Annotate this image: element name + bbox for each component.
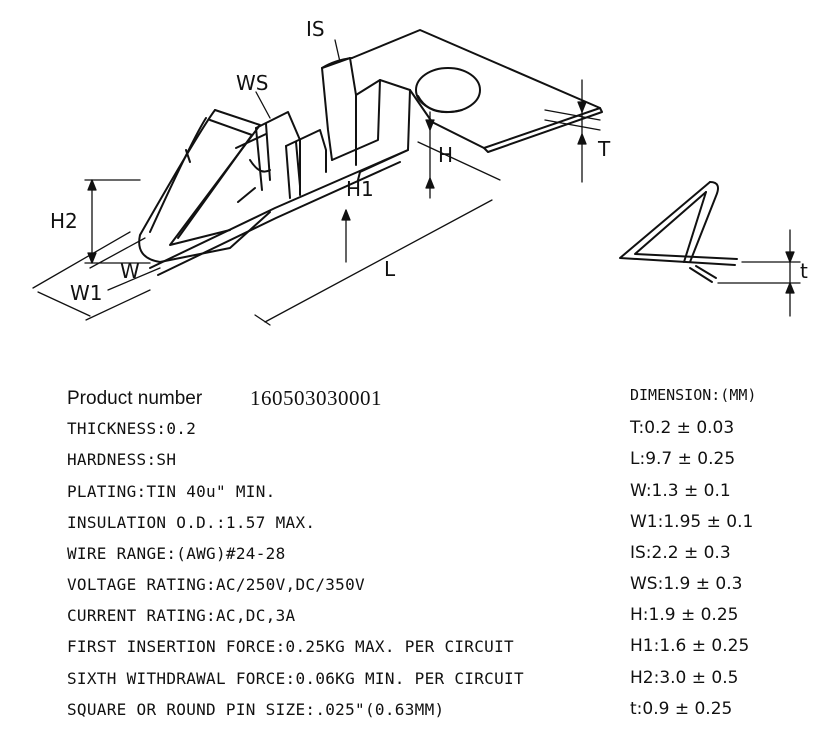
spec-insulation: INSULATION O.D.:1.57 MAX. xyxy=(67,513,316,532)
dim-h: H:1.9 ± 0.25 xyxy=(630,605,739,625)
side-profile-view xyxy=(619,181,801,317)
spec-thickness: THICKNESS:0.2 xyxy=(67,419,197,438)
spec-wire-range: WIRE RANGE:(AWG)#24-28 xyxy=(67,544,286,563)
dim-t: T:0.2 ± 0.03 xyxy=(630,418,735,438)
spec-current-rating: CURRENT RATING:AC,DC,3A xyxy=(67,606,296,625)
product-number-label: Product number xyxy=(67,388,203,409)
dim-l: L:9.7 ± 0.25 xyxy=(630,449,736,469)
spec-pin-size: SQUARE OR ROUND PIN SIZE:.025"(0.63MM) xyxy=(67,700,445,719)
spec-voltage-rating: VOLTAGE RATING:AC/250V,DC/350V xyxy=(67,575,365,594)
label-w1: W1 xyxy=(70,281,103,305)
label-is: IS xyxy=(306,17,325,41)
spec-plating: PLATING:TIN 40u" MIN. xyxy=(67,482,276,501)
label-l: L xyxy=(384,257,396,281)
mounting-tab xyxy=(351,29,603,153)
label-t-thickness: T xyxy=(597,137,611,161)
label-h2: H2 xyxy=(50,209,78,233)
spec-withdrawal-force: SIXTH WITHDRAWAL FORCE:0.06KG MIN. PER C… xyxy=(67,669,524,688)
dim-h2: H2:3.0 ± 0.5 xyxy=(630,668,739,688)
dimension-header: DIMENSION:(MM) xyxy=(630,386,757,404)
dim-h1: H1:1.6 ± 0.25 xyxy=(630,636,750,656)
product-number-value: 160503030001 xyxy=(250,386,382,410)
label-t-side: t xyxy=(800,259,808,283)
dim-t-side: t:0.9 ± 0.25 xyxy=(630,699,733,719)
dim-ws: WS:1.9 ± 0.3 xyxy=(630,574,743,594)
dim-is: IS:2.2 ± 0.3 xyxy=(630,543,731,563)
label-ws: WS xyxy=(236,71,268,95)
dim-w1: W1:1.95 ± 0.1 xyxy=(630,512,754,532)
label-h1: H1 xyxy=(346,177,374,201)
label-h: H xyxy=(438,143,453,167)
dimension-lines xyxy=(32,39,601,326)
label-w: W xyxy=(120,259,140,283)
terminal-body xyxy=(138,57,433,276)
spec-insertion-force: FIRST INSERTION FORCE:0.25KG MAX. PER CI… xyxy=(67,637,514,656)
dim-w: W:1.3 ± 0.1 xyxy=(630,481,731,501)
terminal-drawing: IS WS H H1 H2 W W1 L T t xyxy=(32,17,808,326)
spec-hardness: HARDNESS:SH xyxy=(67,450,177,469)
